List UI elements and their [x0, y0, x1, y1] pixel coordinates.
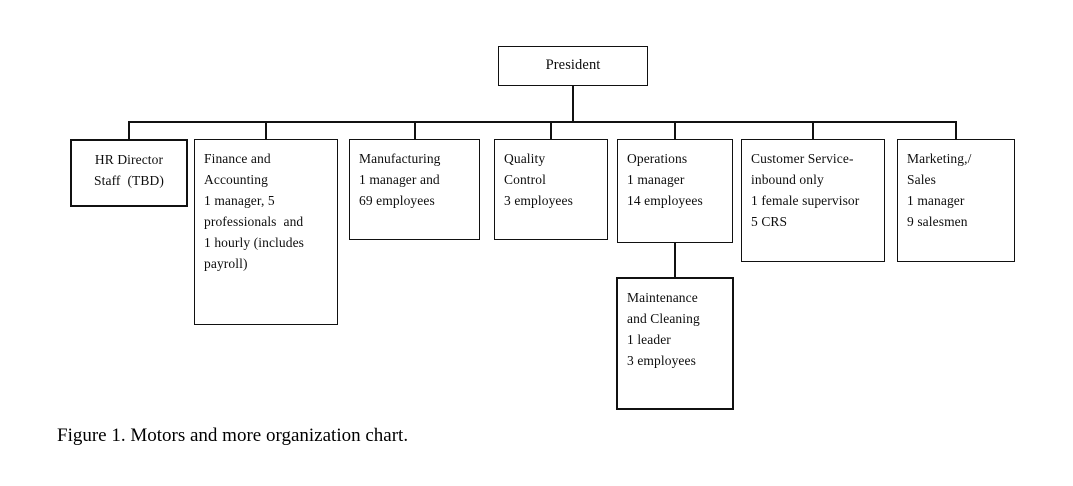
org-node-finance-line-5: 1 hourly (includes — [204, 235, 305, 250]
connector-operations-to-maintenance — [674, 243, 676, 278]
connector-drop-operations — [674, 121, 676, 140]
org-node-customer-service-line-4: 5 CRS — [751, 214, 788, 229]
org-node-maintenance-line-1: Maintenance — [627, 290, 698, 305]
org-node-quality-line-2: Control — [504, 172, 546, 187]
org-node-manufacturing-line-3: 69 employees — [359, 193, 435, 208]
org-node-finance-line-4: professionals and — [204, 214, 304, 229]
connector-drop-customer-service — [812, 121, 814, 140]
org-node-quality-line-3: 3 employees — [504, 193, 573, 208]
org-node-manufacturing-line-1: Manufacturing — [359, 151, 441, 166]
org-node-president[interactable]: President — [498, 46, 648, 86]
org-node-finance-line-2: Accounting — [204, 172, 268, 187]
org-node-marketing-line-4: 9 salesmen — [907, 214, 968, 229]
org-node-quality-line-1: Quality — [504, 151, 546, 166]
org-node-maintenance-line-2: and Cleaning — [627, 311, 700, 326]
connector-drop-finance — [265, 121, 267, 140]
org-node-operations-line-2: 1 manager — [627, 172, 685, 187]
org-node-operations-line-3: 14 employees — [627, 193, 703, 208]
org-node-operations[interactable]: Operations 1 manager 14 employees — [617, 139, 733, 243]
org-node-manufacturing-line-2: 1 manager and — [359, 172, 440, 187]
org-node-customer-service[interactable]: Customer Service- inbound only 1 female … — [741, 139, 885, 262]
org-node-customer-service-line-3: 1 female supervisor — [751, 193, 860, 208]
org-node-marketing-line-2: Sales — [907, 172, 936, 187]
org-node-marketing-line-3: 1 manager — [907, 193, 965, 208]
org-node-president-line-1: President — [545, 57, 601, 73]
org-node-finance-line-3: 1 manager, 5 — [204, 193, 275, 208]
org-node-maintenance-cleaning[interactable]: Maintenance and Cleaning 1 leader 3 empl… — [616, 277, 734, 410]
org-node-hr-director-line-1: HR Director — [94, 152, 164, 167]
org-node-manufacturing[interactable]: Manufacturing 1 manager and 69 employees — [349, 139, 480, 240]
connector-level1-bus — [128, 121, 956, 123]
connector-drop-manufacturing — [414, 121, 416, 140]
org-node-customer-service-line-2: inbound only — [751, 172, 824, 187]
org-node-operations-line-1: Operations — [627, 151, 688, 166]
figure-caption: Figure 1. Motors and more organization c… — [57, 425, 409, 446]
connector-president-stem — [572, 86, 574, 123]
connector-drop-quality — [550, 121, 552, 140]
connector-drop-hr-director — [128, 121, 130, 140]
org-node-hr-director-line-2: Staff (TBD) — [94, 173, 164, 188]
org-node-quality-control[interactable]: Quality Control 3 employees — [494, 139, 608, 240]
org-node-finance-accounting[interactable]: Finance and Accounting 1 manager, 5 prof… — [194, 139, 338, 325]
org-node-finance-line-6: payroll) — [204, 256, 248, 271]
org-node-marketing-line-1: Marketing,/ — [907, 151, 972, 166]
org-node-marketing-sales[interactable]: Marketing,/ Sales 1 manager 9 salesmen — [897, 139, 1015, 262]
org-node-maintenance-line-4: 3 employees — [627, 353, 696, 368]
connector-drop-marketing — [955, 121, 957, 140]
org-node-customer-service-line-1: Customer Service- — [751, 151, 854, 166]
org-node-maintenance-line-3: 1 leader — [627, 332, 671, 347]
org-node-finance-line-1: Finance and — [204, 151, 271, 166]
org-node-hr-director[interactable]: HR Director Staff (TBD) — [70, 139, 188, 207]
